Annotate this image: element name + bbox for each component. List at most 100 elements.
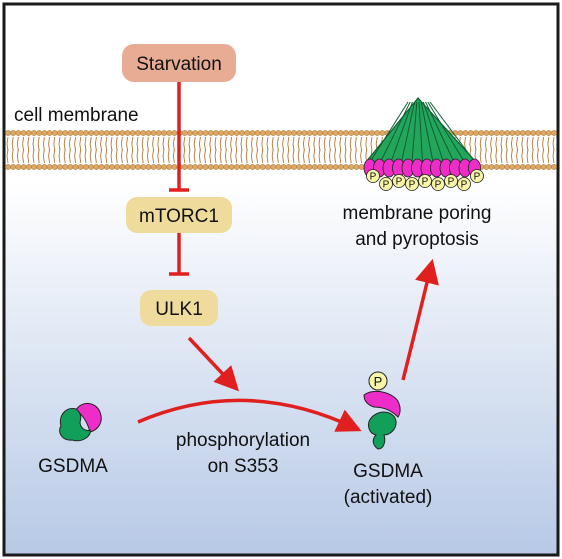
lipid-head <box>291 130 297 136</box>
lipid-tail <box>224 136 227 164</box>
lipid-tail <box>479 136 482 164</box>
lipid-head <box>46 130 53 136</box>
lipid-head <box>119 130 126 136</box>
lipid-head <box>135 130 141 136</box>
pore-phospho-mark: P <box>431 177 445 191</box>
gsdma-label: GSDMA <box>38 456 108 477</box>
pore-ridge <box>380 101 411 163</box>
lipid-head <box>57 164 63 170</box>
lipid-head <box>296 130 303 136</box>
lipid-head <box>15 130 22 136</box>
lipid-head <box>473 130 479 136</box>
lipid-head <box>161 164 167 170</box>
lipid-tail <box>11 136 14 164</box>
lipid-head <box>62 130 69 136</box>
lipid-head <box>301 130 308 136</box>
lipid-head <box>311 130 318 136</box>
pore-phospho-mark: P <box>366 169 380 183</box>
lipid-head <box>187 164 193 170</box>
lipid-head <box>488 164 495 170</box>
lipid-head <box>322 130 329 136</box>
lipid-tail <box>339 136 342 164</box>
lipid-head <box>499 130 505 136</box>
lipid-head <box>478 130 485 136</box>
svg-text:P: P <box>422 177 429 188</box>
lipid-head <box>171 164 178 170</box>
lipid-head <box>280 130 287 136</box>
lipid-tail <box>68 136 71 164</box>
lipid-head <box>25 164 32 170</box>
lipid-tail <box>250 136 253 164</box>
lipid-head <box>280 164 287 170</box>
pore-ridge <box>401 101 416 163</box>
lipid-head <box>259 164 266 170</box>
mtorc1-box <box>126 197 232 233</box>
pore-ridge <box>420 101 434 163</box>
starvation-label: Starvation <box>136 54 222 75</box>
lipid-head <box>213 164 219 170</box>
lipid-head <box>343 164 349 170</box>
lipid-tail <box>100 136 103 164</box>
lipid-tail <box>484 136 487 164</box>
lipid-tail <box>89 136 92 164</box>
lipid-head <box>57 130 63 136</box>
lipid-tail <box>79 136 82 164</box>
lipid-head <box>285 130 292 136</box>
lipid-tail <box>547 136 550 164</box>
lipid-head <box>493 130 500 136</box>
lipid-head <box>202 164 209 170</box>
lipid-head <box>187 130 193 136</box>
lipid-head <box>509 164 516 170</box>
process-label-line2: on S353 <box>208 456 279 477</box>
lipid-head <box>41 164 48 170</box>
lipid-tail <box>542 136 545 164</box>
lipid-tail <box>110 136 113 164</box>
lipid-head <box>265 164 271 170</box>
svg-text:P: P <box>409 180 416 191</box>
lipid-head <box>140 164 147 170</box>
lipid-tail <box>48 136 51 164</box>
lipid-head <box>15 164 22 170</box>
lipid-head <box>233 130 240 136</box>
lipid-head <box>103 130 110 136</box>
lipid-head <box>46 164 53 170</box>
lipid-head <box>327 164 334 170</box>
lipid-tail <box>328 136 331 164</box>
lipid-tail <box>157 136 160 164</box>
lipid-head <box>239 164 245 170</box>
lipid-head <box>379 130 386 136</box>
lipid-head <box>124 164 131 170</box>
lipid-head <box>545 164 552 170</box>
pore-phospho-mark: P <box>379 177 393 191</box>
gsdma-activated-protein: P <box>363 371 401 450</box>
starvation-box <box>122 44 236 82</box>
lipid-tail <box>526 136 529 164</box>
lipid-head <box>181 130 188 136</box>
lipid-head <box>270 164 277 170</box>
lipid-tail <box>500 136 503 164</box>
lipid-head <box>353 164 360 170</box>
lipid-tail <box>297 136 300 164</box>
pore-phospho-mark: P <box>444 174 458 188</box>
lipid-head <box>337 130 344 136</box>
lipid-tail <box>131 136 134 164</box>
lipid-head <box>207 130 214 136</box>
lipid-head <box>337 164 344 170</box>
lipid-head <box>233 164 240 170</box>
lipid-head <box>467 130 474 136</box>
lipid-head <box>530 164 537 170</box>
lipid-tail <box>292 136 295 164</box>
lipid-tail <box>510 136 513 164</box>
lipid-head <box>317 164 323 170</box>
lipid-tail <box>115 136 118 164</box>
lipid-head <box>322 164 329 170</box>
lipid-head <box>239 130 245 136</box>
lipid-head <box>31 164 37 170</box>
lipid-tail <box>349 136 352 164</box>
lipid-tail <box>146 136 149 164</box>
cell-membrane-bilayer <box>5 130 557 170</box>
lipid-head <box>291 164 297 170</box>
lipid-head <box>124 130 131 136</box>
lipid-head <box>223 164 230 170</box>
